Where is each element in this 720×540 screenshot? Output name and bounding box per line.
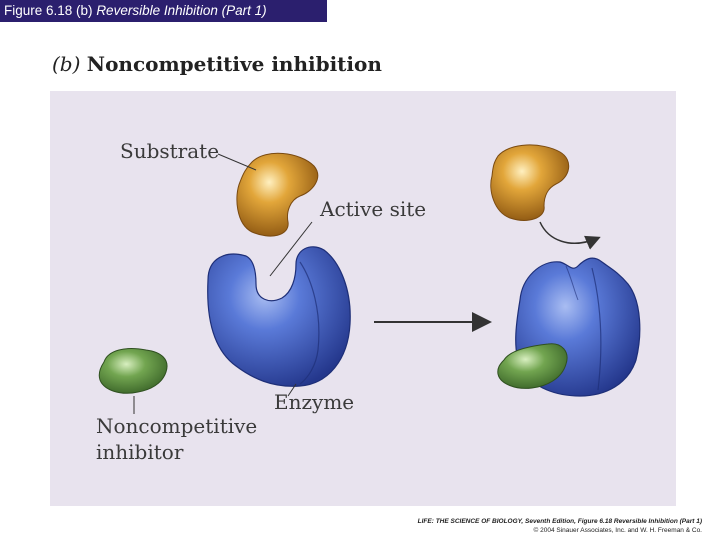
panel-letter: (b) (52, 52, 81, 76)
enzyme-shape (207, 246, 351, 387)
panel-title: Noncompetitive inhibition (86, 52, 382, 76)
substrate-leader-line (217, 153, 257, 171)
inhibitor-label-line2: inhibitor (96, 440, 184, 464)
inhibitor-shape (98, 348, 168, 394)
credit-copyright: © 2004 Sinauer Associates, Inc. and W. H… (533, 527, 702, 534)
figure-prefix: Figure 6.18 (b) (4, 3, 93, 18)
enzyme-label: Enzyme (274, 390, 355, 414)
substrate-shape-right (490, 144, 570, 221)
active-site-label: Active site (320, 197, 427, 221)
substrate-label: Substrate (120, 139, 220, 163)
curved-arrow (539, 221, 601, 250)
credit-book: LIFE: THE SCIENCE OF BIOLOGY, Seventh Ed… (417, 518, 702, 525)
inhibitor-label-line1: Noncompetitive (96, 414, 258, 438)
enzyme-leader-line (287, 383, 297, 397)
substrate-shape (236, 152, 319, 237)
inhibitor-shape-bound (497, 343, 568, 389)
figure-title-bar: Figure 6.18 (b) Reversible Inhibition (P… (0, 0, 327, 22)
panel-heading: (b) Noncompetitive inhibition (52, 52, 382, 76)
active-site-leader-line (269, 221, 313, 277)
figure-title: Reversible Inhibition (Part 1) (96, 3, 267, 18)
figure-credit: LIFE: THE SCIENCE OF BIOLOGY, Seventh Ed… (418, 517, 702, 535)
